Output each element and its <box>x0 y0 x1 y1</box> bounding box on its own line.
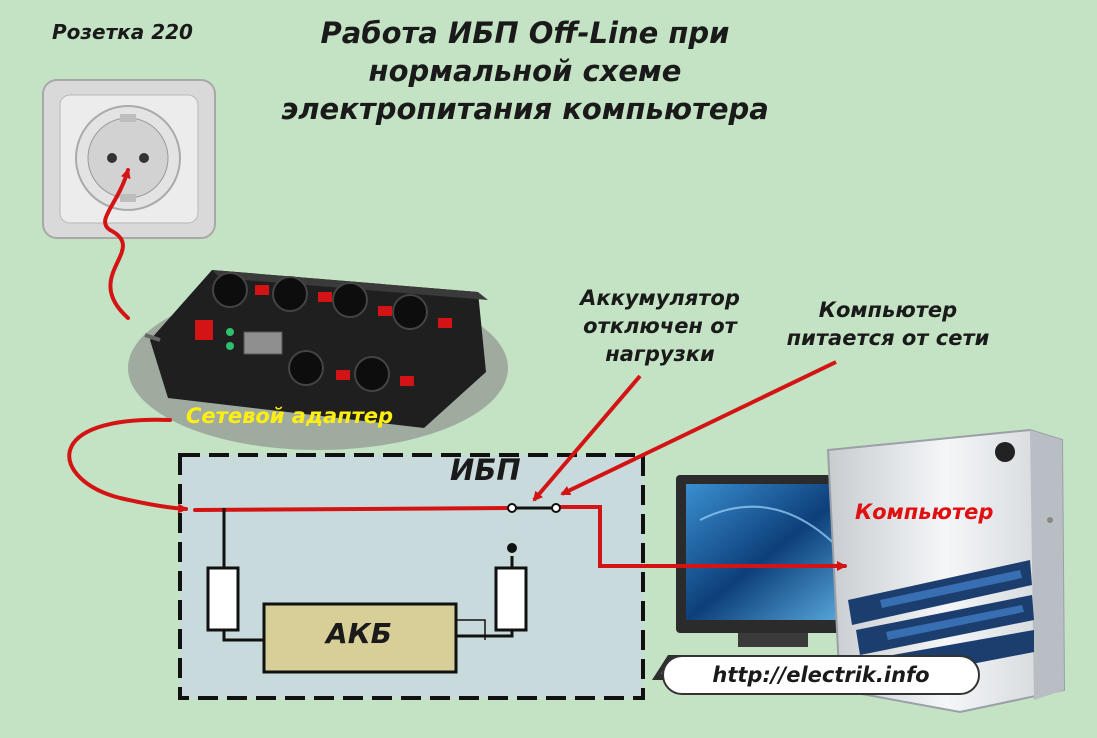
computer-powered-label: Компьютер питается от сети <box>786 298 990 350</box>
socket-label: Розетка 220 <box>52 20 193 44</box>
ups-circuit <box>206 506 556 642</box>
power-cables <box>67 168 847 571</box>
wall-socket-image <box>42 79 216 239</box>
url-link[interactable]: http://electrik.info <box>712 663 930 687</box>
pointer-arrows <box>532 360 837 502</box>
battery-label: АКБ <box>326 617 392 650</box>
network-adapter-image <box>144 270 488 428</box>
page-title: Работа ИБП Off-Line при нормальной схеме… <box>281 16 769 126</box>
ups-label: ИБП <box>450 453 521 487</box>
battery-box <box>262 602 458 674</box>
switch-contact-left <box>507 503 517 513</box>
computer-label: Компьютер <box>855 500 994 524</box>
switch-contact-right <box>551 503 561 513</box>
switch-contact-battery <box>507 543 517 553</box>
battery-disconnected-label: Аккумулятор отключен от нагрузки <box>580 286 740 366</box>
url-badge <box>662 655 980 695</box>
network-adapter-label: Сетевой адаптер <box>186 404 394 428</box>
computer-image <box>652 428 1066 714</box>
